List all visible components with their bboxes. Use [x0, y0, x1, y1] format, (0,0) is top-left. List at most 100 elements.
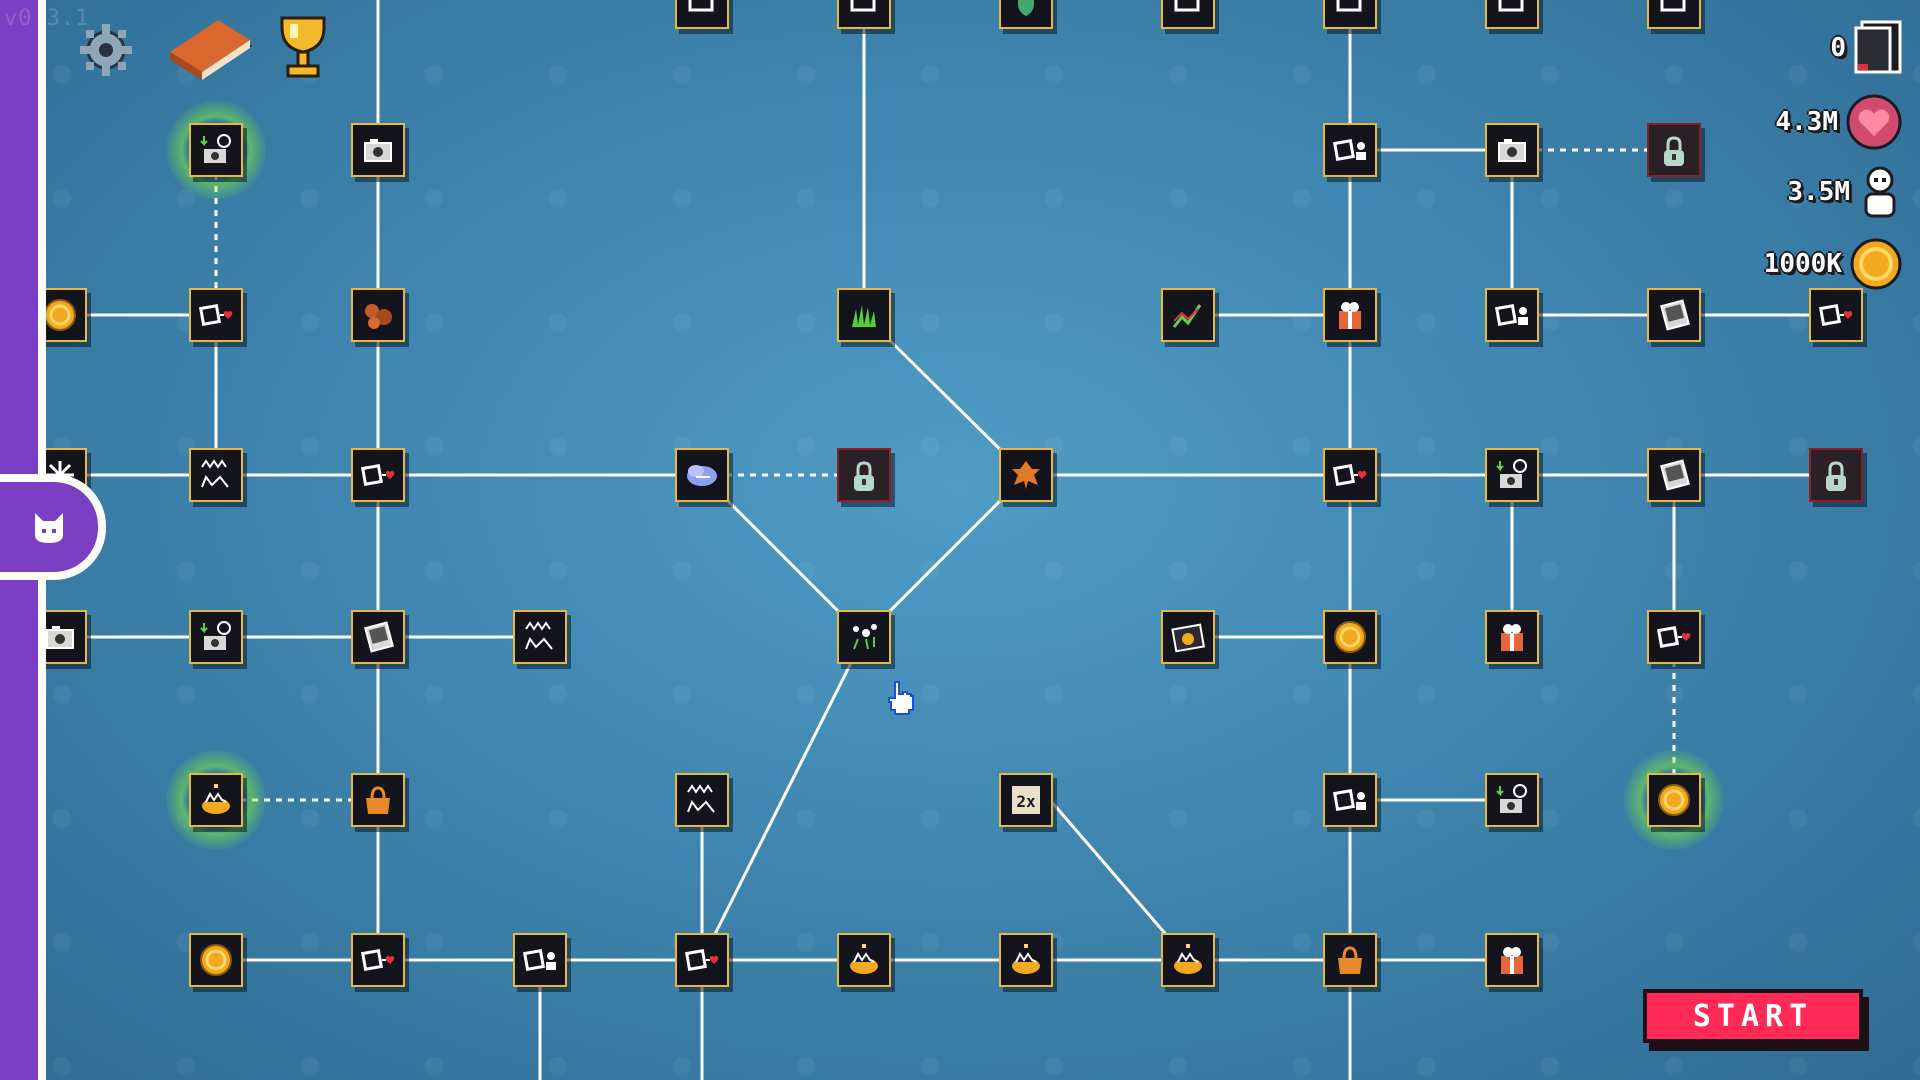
- cat-tab-button[interactable]: [0, 474, 106, 580]
- skill-node-lock[interactable]: [1809, 448, 1863, 502]
- skill-node-photo-frame[interactable]: [675, 0, 729, 29]
- skill-node-photo-follower[interactable]: [513, 933, 567, 987]
- coins-resource: 1000K: [1764, 236, 1902, 292]
- skill-node-coin[interactable]: [189, 933, 243, 987]
- skill-node-polaroid[interactable]: [1647, 448, 1701, 502]
- version-label: v0.3.1: [4, 6, 90, 31]
- hearts-resource: 4.3M: [1775, 94, 1902, 150]
- skill-node-timer-camera[interactable]: [1485, 448, 1539, 502]
- skill-node-cat-bed[interactable]: [1161, 933, 1215, 987]
- coin-icon: [44, 299, 76, 331]
- flowers-icon: [853, 624, 877, 650]
- skill-node-photo-frame[interactable]: [1161, 0, 1215, 29]
- skill-node-camera[interactable]: [1485, 123, 1539, 177]
- timer-camera-icon: [200, 621, 231, 650]
- coin-icon: [200, 944, 232, 976]
- coin-icon: [1850, 238, 1902, 290]
- skill-node-lock[interactable]: [837, 448, 891, 502]
- skill-node-coin[interactable]: [1323, 610, 1377, 664]
- skill-node-camera[interactable]: [351, 123, 405, 177]
- gift-icon: [1501, 947, 1523, 974]
- skill-node-cat-scene[interactable]: [189, 448, 243, 502]
- skill-node-photo-heart[interactable]: [189, 288, 243, 342]
- cloud-icon: [687, 465, 717, 486]
- skill-node-timer-camera[interactable]: [189, 610, 243, 664]
- coin-icon: [1658, 784, 1690, 816]
- followers-count: 3.5M: [1787, 177, 1850, 207]
- stocks-icon: [1172, 304, 1202, 328]
- skill-node-gift[interactable]: [1485, 610, 1539, 664]
- skill-node-bag[interactable]: [351, 773, 405, 827]
- skill-node-photo-heart[interactable]: [1647, 610, 1701, 664]
- leaf-icon: [1012, 461, 1040, 489]
- photo-follower-icon: [1332, 138, 1366, 162]
- skill-node-boulders[interactable]: [351, 288, 405, 342]
- photo-heart-icon: [1332, 463, 1367, 487]
- cat-bed-icon: [202, 784, 230, 814]
- photo-frame-icon: [1174, 0, 1200, 12]
- photo-follower-icon: [1494, 303, 1528, 327]
- skill-node-photo-heart[interactable]: [351, 933, 405, 987]
- skill-node-bag[interactable]: [1323, 933, 1377, 987]
- skill-node-coin[interactable]: [1647, 773, 1701, 827]
- polaroid-icon: [1660, 299, 1690, 331]
- person-icon: [1864, 166, 1896, 218]
- cat-bed-icon: [1174, 944, 1202, 974]
- skill-node-timer-camera[interactable]: [1485, 773, 1539, 827]
- start-button[interactable]: START: [1647, 993, 1859, 1039]
- lock-icon: [854, 461, 874, 491]
- camera-icon: [46, 626, 74, 649]
- skill-node-gift[interactable]: [1323, 288, 1377, 342]
- lock-icon: [1826, 461, 1846, 491]
- skill-node-timer-camera[interactable]: [189, 123, 243, 177]
- skill-node-cat-scene[interactable]: [513, 610, 567, 664]
- skill-node-photo-heart[interactable]: [351, 448, 405, 502]
- cat-scene-icon: [687, 784, 715, 813]
- book-icon[interactable]: [164, 16, 256, 90]
- skill-node-photo-frame[interactable]: [1647, 0, 1701, 29]
- skill-node-leaf[interactable]: [999, 448, 1053, 502]
- trophy-icon[interactable]: [276, 14, 330, 90]
- skill-node-photo-frame[interactable]: [1485, 0, 1539, 29]
- skill-node-polaroid[interactable]: [1647, 288, 1701, 342]
- skill-node-stocks[interactable]: [1161, 288, 1215, 342]
- camera-icon: [1498, 139, 1526, 162]
- skill-node-cloud[interactable]: [675, 448, 729, 502]
- polaroid-icon: [364, 621, 394, 653]
- skill-node-photo-follower[interactable]: [1323, 773, 1377, 827]
- gift-icon: [1501, 624, 1523, 651]
- lock-icon: [1664, 136, 1684, 166]
- camera-icon: [364, 139, 392, 162]
- skill-node-cat-bed[interactable]: [999, 933, 1053, 987]
- skill-node-cat-scene[interactable]: [675, 773, 729, 827]
- skill-node-cat-photo[interactable]: [1161, 610, 1215, 664]
- skill-node-lock[interactable]: [1647, 123, 1701, 177]
- hand-cursor-icon: [888, 681, 914, 715]
- cat-bed-icon: [850, 944, 878, 974]
- skill-node-photo-frame[interactable]: [1323, 0, 1377, 29]
- skill-node-photo-frame[interactable]: [837, 0, 891, 29]
- skill-node-double[interactable]: 2x: [999, 773, 1053, 827]
- skill-node-gift[interactable]: [1485, 933, 1539, 987]
- photo-heart-icon: [1656, 625, 1691, 649]
- photo-heart-icon: [198, 303, 233, 327]
- photo-heart-icon: [1818, 303, 1853, 327]
- skill-node-grass[interactable]: [837, 288, 891, 342]
- polaroid-icon: [1660, 459, 1690, 491]
- skill-node-polaroid[interactable]: [351, 610, 405, 664]
- card-resource: 0: [1830, 20, 1902, 76]
- gear-icon[interactable]: [76, 20, 136, 84]
- grass-icon: [852, 305, 876, 327]
- skill-node-photo-follower[interactable]: [1323, 123, 1377, 177]
- skill-node-shield[interactable]: [999, 0, 1053, 29]
- skill-node-photo-follower[interactable]: [1485, 288, 1539, 342]
- skill-node-flowers[interactable]: [837, 610, 891, 664]
- skill-node-photo-heart[interactable]: [675, 933, 729, 987]
- skill-node-photo-heart[interactable]: [1323, 448, 1377, 502]
- bag-icon: [366, 786, 390, 814]
- photo-frame-icon: [688, 0, 714, 12]
- skill-node-cat-bed[interactable]: [837, 933, 891, 987]
- skill-node-photo-heart[interactable]: [1809, 288, 1863, 342]
- cat-scene-icon: [201, 459, 229, 488]
- skill-node-cat-bed[interactable]: [189, 773, 243, 827]
